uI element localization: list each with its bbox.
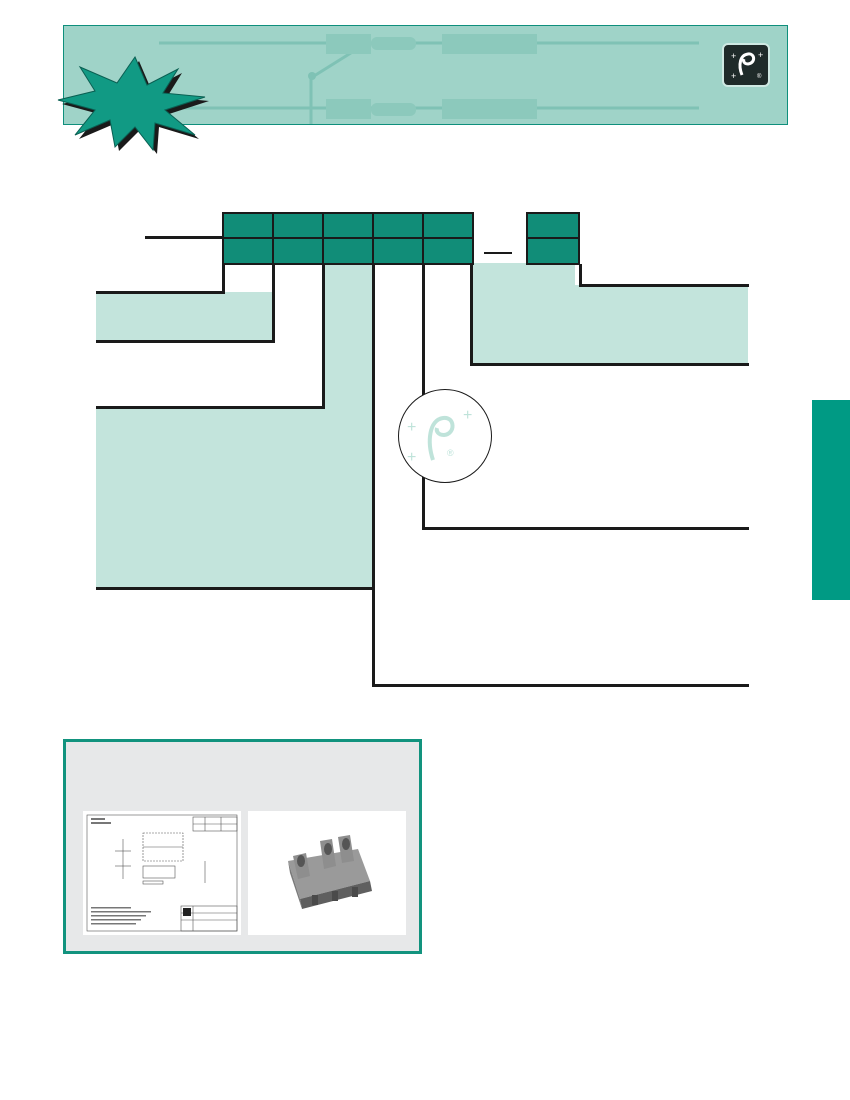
svg-text:®: ®	[757, 73, 762, 80]
section-side-tab	[812, 400, 850, 600]
registered-logo-circle: + + + ®	[398, 389, 492, 483]
part-box-2	[272, 237, 324, 265]
part-box-3	[322, 237, 374, 265]
svg-text:+: +	[731, 71, 736, 81]
3d-connector-model-thumbnail[interactable]	[248, 811, 406, 935]
leader-line-1	[96, 291, 225, 294]
leader-line-6a	[470, 363, 749, 366]
tint-field-3	[96, 407, 373, 587]
part-box-4-top	[372, 212, 424, 239]
leader-line-4	[96, 587, 375, 590]
leader-line-4b	[372, 684, 749, 687]
svg-text:+: +	[758, 50, 763, 60]
part-box-5-top	[422, 212, 474, 239]
svg-text:®: ®	[447, 448, 454, 458]
svg-text:+: +	[407, 449, 416, 466]
series-leader-line	[145, 236, 223, 239]
documentation-panel	[63, 739, 422, 954]
part-box-4	[372, 237, 424, 265]
part-dash	[484, 252, 512, 254]
part-box-5	[422, 237, 474, 265]
part-box-2-top	[272, 212, 324, 239]
part-box-1-top	[222, 212, 274, 239]
svg-text:+: +	[731, 51, 736, 61]
leader-line-3	[96, 406, 325, 409]
technical-drawing-thumbnail[interactable]	[83, 811, 241, 935]
part-box-6-top	[526, 212, 580, 239]
part-box-1	[222, 237, 274, 265]
starburst-badge-icon	[57, 55, 209, 154]
svg-text:+: +	[407, 419, 416, 436]
tint-field-1	[96, 292, 272, 341]
part-box-3-top	[322, 212, 374, 239]
leader-line-2	[96, 340, 275, 343]
tint-connector-3	[325, 263, 373, 408]
p-plus-watermark-icon: + + + ®	[407, 407, 472, 466]
banner-connector-graphic	[159, 34, 699, 124]
leader-line-6b	[579, 284, 749, 287]
leader-line-5	[422, 527, 749, 530]
svg-text:+: +	[463, 407, 472, 424]
part-box-6	[526, 237, 580, 265]
p-plus-logo-icon: + + + ®	[722, 43, 770, 87]
